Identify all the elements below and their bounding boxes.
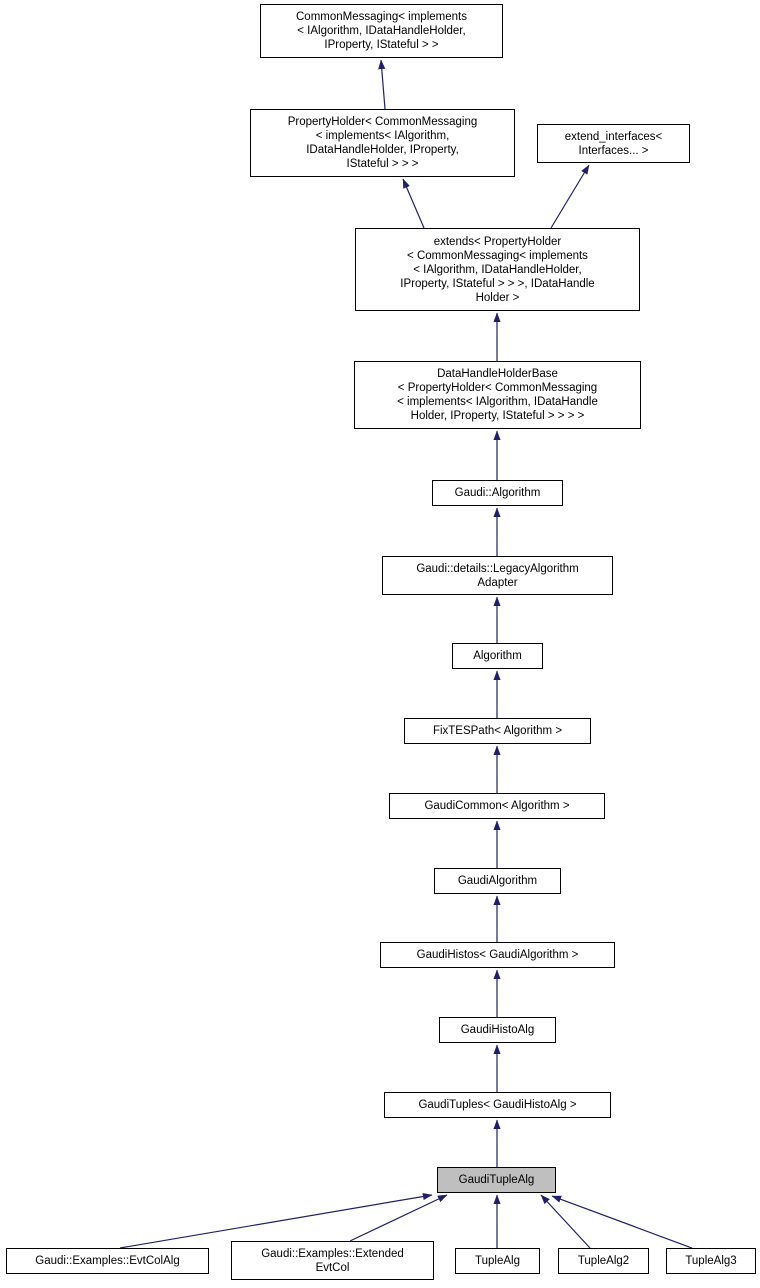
class-node-gaudihistos[interactable]: GaudiHistos< GaudiAlgorithm > (380, 942, 615, 968)
class-node-commonmessaging[interactable]: CommonMessaging< implements < IAlgorithm… (260, 4, 503, 58)
class-node-extendedevtcol[interactable]: Gaudi::Examples::Extended EvtCol (231, 1241, 434, 1280)
inheritance-edge-propertyholder-to-commonmessaging (378, 59, 386, 110)
class-node-legacyadapter[interactable]: Gaudi::details::LegacyAlgorithm Adapter (382, 556, 613, 595)
inheritance-edge-extends-to-propertyholder (402, 178, 425, 229)
class-node-tuplealg[interactable]: TupleAlg (455, 1248, 540, 1274)
class-node-gaudicommon[interactable]: GaudiCommon< Algorithm > (389, 793, 605, 819)
inheritance-edge-extends-to-extend_interfaces (550, 164, 590, 229)
class-node-tuplealg2[interactable]: TupleAlg2 (558, 1248, 649, 1274)
class-node-tuplealg3[interactable]: TupleAlg3 (666, 1248, 756, 1274)
class-node-gaudi_algorithm[interactable]: Gaudi::Algorithm (432, 480, 563, 506)
inheritance-edge-extendedevtcol-to-gaudituplealg (349, 1194, 448, 1242)
class-node-gaudihistoalg[interactable]: GaudiHistoAlg (439, 1017, 556, 1043)
class-node-gaudituples[interactable]: GaudiTuples< GaudiHistoAlg > (384, 1092, 611, 1118)
inheritance-edge-tuplealg2-to-gaudituplealg (540, 1194, 591, 1249)
class-node-datahandleholderbase[interactable]: DataHandleHolderBase < PropertyHolder< C… (354, 361, 641, 429)
class-node-propertyholder[interactable]: PropertyHolder< CommonMessaging < implem… (250, 109, 515, 177)
class-node-extend_interfaces[interactable]: extend_interfaces< Interfaces... > (537, 124, 690, 163)
class-node-evtcolalg[interactable]: Gaudi::Examples::EvtColAlg (6, 1248, 209, 1274)
class-node-gaudituplealg[interactable]: GaudiTupleAlg (437, 1167, 556, 1193)
inheritance-edge-tuplealg3-to-gaudituplealg (551, 1195, 693, 1249)
class-node-algorithm[interactable]: Algorithm (452, 643, 543, 669)
class-node-gaudialgorithm[interactable]: GaudiAlgorithm (434, 868, 561, 894)
class-node-fixtespath[interactable]: FixTESPath< Algorithm > (404, 718, 591, 744)
class-node-extends[interactable]: extends< PropertyHolder < CommonMessagin… (355, 228, 640, 311)
